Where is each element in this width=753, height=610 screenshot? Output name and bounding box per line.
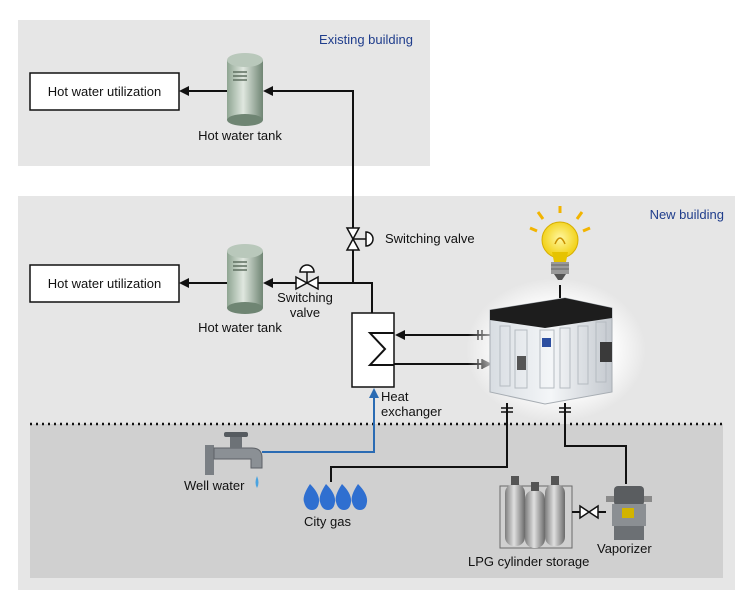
city-gas-flames-icon — [303, 484, 368, 510]
existing-building-label: Existing building — [319, 32, 413, 47]
well-water-tap-icon — [205, 432, 263, 488]
new-hot-water-tank-icon — [227, 244, 263, 314]
lpg-valve-icon — [579, 504, 599, 520]
new-building-label: New building — [650, 207, 724, 222]
pipe-vaporizer-to-unit — [564, 403, 627, 484]
existing-hot-water-utilization-box — [29, 72, 180, 111]
heat-exchanger-icon — [351, 312, 395, 388]
city-gas-label: City gas — [304, 514, 351, 529]
new-hot-water-tank-label: Hot water tank — [198, 320, 282, 335]
switching-valve-left-label-2: valve — [290, 305, 320, 320]
existing-hot-water-utilization-label: Hot water utilization — [48, 84, 161, 99]
switching-valve-top-label: Switching valve — [385, 231, 475, 246]
light-bulb-icon — [529, 206, 591, 280]
vaporizer-label: Vaporizer — [597, 541, 652, 556]
switching-valve-left-label-1: Switching — [277, 290, 333, 305]
pipe-well-water-to-exchanger — [262, 388, 379, 453]
pipe-supply-to-existing-tank — [263, 86, 354, 228]
vaporizer-icon — [606, 486, 652, 540]
heat-exchanger-label-1: Heat — [381, 389, 409, 404]
switching-valve-left-icon — [295, 264, 319, 291]
pipe-city-gas-to-unit — [330, 403, 508, 482]
cogeneration-unit-icon — [466, 278, 646, 422]
existing-hot-water-tank-icon — [227, 53, 263, 126]
well-water-label: Well water — [184, 478, 245, 493]
lpg-cylinder-storage-icon — [499, 476, 573, 549]
lpg-cylinder-storage-label: LPG cylinder storage — [468, 554, 589, 569]
new-hot-water-utilization-box — [29, 264, 180, 303]
new-hot-water-utilization-label: Hot water utilization — [48, 276, 161, 291]
existing-hot-water-tank-label: Hot water tank — [198, 128, 282, 143]
heat-exchanger-label-2: exchanger — [381, 404, 442, 419]
